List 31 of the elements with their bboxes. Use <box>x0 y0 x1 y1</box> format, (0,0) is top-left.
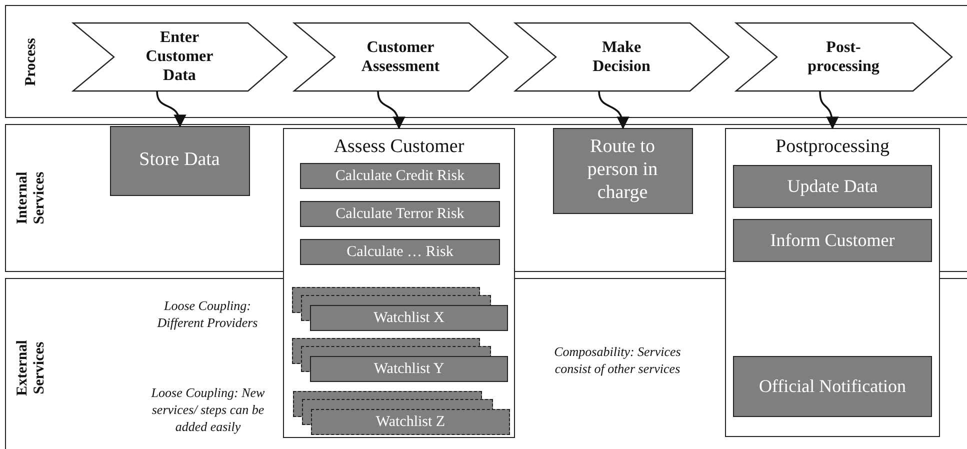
stacked-service-boxes <box>292 338 508 382</box>
curved-arrow <box>819 90 838 130</box>
curved-arrow <box>598 90 628 130</box>
service-box: Calculate … Risk <box>300 239 500 265</box>
curved-arrow <box>156 90 186 128</box>
lane-title: Process <box>22 36 40 88</box>
service-label: Watchlist Z <box>376 413 446 431</box>
service-box: Inform Customer <box>733 219 932 262</box>
annotation-note: Loose Coupling: Different Providers <box>156 298 259 332</box>
service-box: Store Data <box>110 126 250 196</box>
service-box: Official Notification <box>733 356 932 417</box>
service-group-title: Assess Customer <box>332 137 466 158</box>
service-label: Watchlist Y <box>374 360 444 378</box>
service-box: Route to person in charge <box>552 128 692 214</box>
annotation-note: Loose Coupling: New services/ steps can be added easily <box>150 385 266 436</box>
step-label: Make Decision <box>592 37 652 76</box>
stacked-service-boxes <box>293 391 510 435</box>
curved-arrow <box>377 90 405 130</box>
stacked-service-boxes <box>292 287 508 331</box>
service-box: Update Data <box>733 165 932 208</box>
service-label: Watchlist X <box>374 309 444 327</box>
lane-title: External Services <box>14 339 48 398</box>
step-label: Enter Customer Data <box>144 28 214 86</box>
step-label: Customer Assessment <box>360 37 441 76</box>
service-box: Calculate Credit Risk <box>300 163 500 189</box>
step-label: Post-processing <box>806 37 880 76</box>
service-box: Calculate Terror Risk <box>300 201 500 227</box>
lane-title: Internal Services <box>14 170 48 226</box>
swimlane-band <box>5 5 967 118</box>
service-group-title: Postprocessing <box>774 137 890 158</box>
annotation-note: Composability: Services consist of other services <box>553 344 682 378</box>
